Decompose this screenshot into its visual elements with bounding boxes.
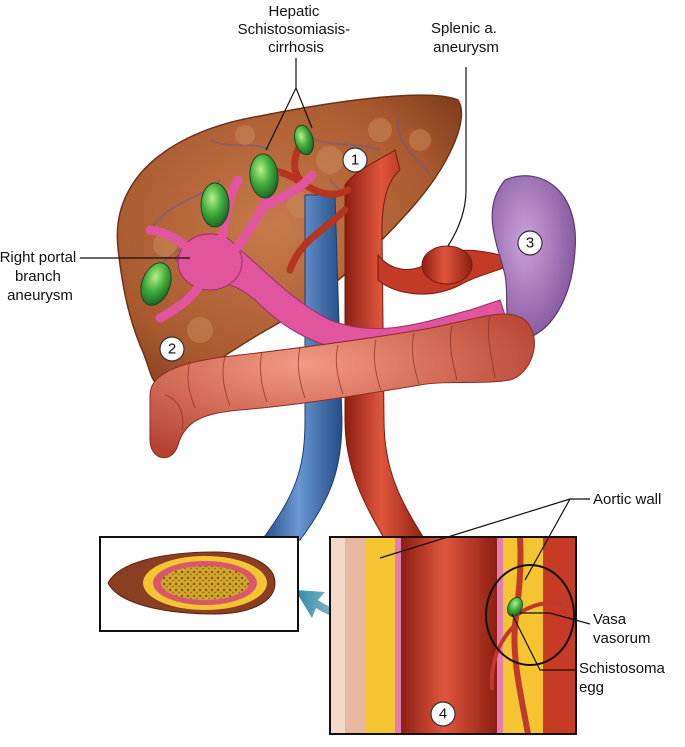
magnify-circle <box>485 564 575 666</box>
schistosoma-egg-label: Schistosoma egg <box>579 660 669 696</box>
splenic-aneurysm-label: Splenic a. aneurysm <box>431 20 501 56</box>
vena-cava <box>261 194 343 541</box>
hepatic-label: Hepatic Schistosomiasis- cirrhosis <box>238 3 355 56</box>
vasa-vasorum-label: Vasa vasorum <box>593 611 651 647</box>
marker-3: 3 <box>517 230 543 256</box>
cross-section-lumen <box>161 566 249 600</box>
aortic-wall-label: Aortic wall <box>593 491 661 508</box>
leader-lines <box>80 58 591 671</box>
aortic-wall-frame <box>329 536 577 735</box>
svg-text:1: 1 <box>351 152 359 169</box>
aorta <box>344 149 426 541</box>
portal-aneurysm-label: Right portal branch aneurysm <box>0 249 80 304</box>
colon-haustra <box>164 314 496 431</box>
aortic-wall-inset <box>330 537 576 734</box>
splenic-aneurysm <box>421 245 473 285</box>
marker-4: 4 <box>430 701 456 727</box>
schistosoma-egg-icon <box>506 597 524 617</box>
colon <box>149 313 535 458</box>
svg-text:2: 2 <box>168 341 176 358</box>
granulomas <box>140 124 315 306</box>
svg-text:3: 3 <box>526 235 534 252</box>
svg-text:4: 4 <box>439 706 447 723</box>
marker-2: 2 <box>159 336 185 362</box>
marker-1: 1 <box>342 147 368 173</box>
